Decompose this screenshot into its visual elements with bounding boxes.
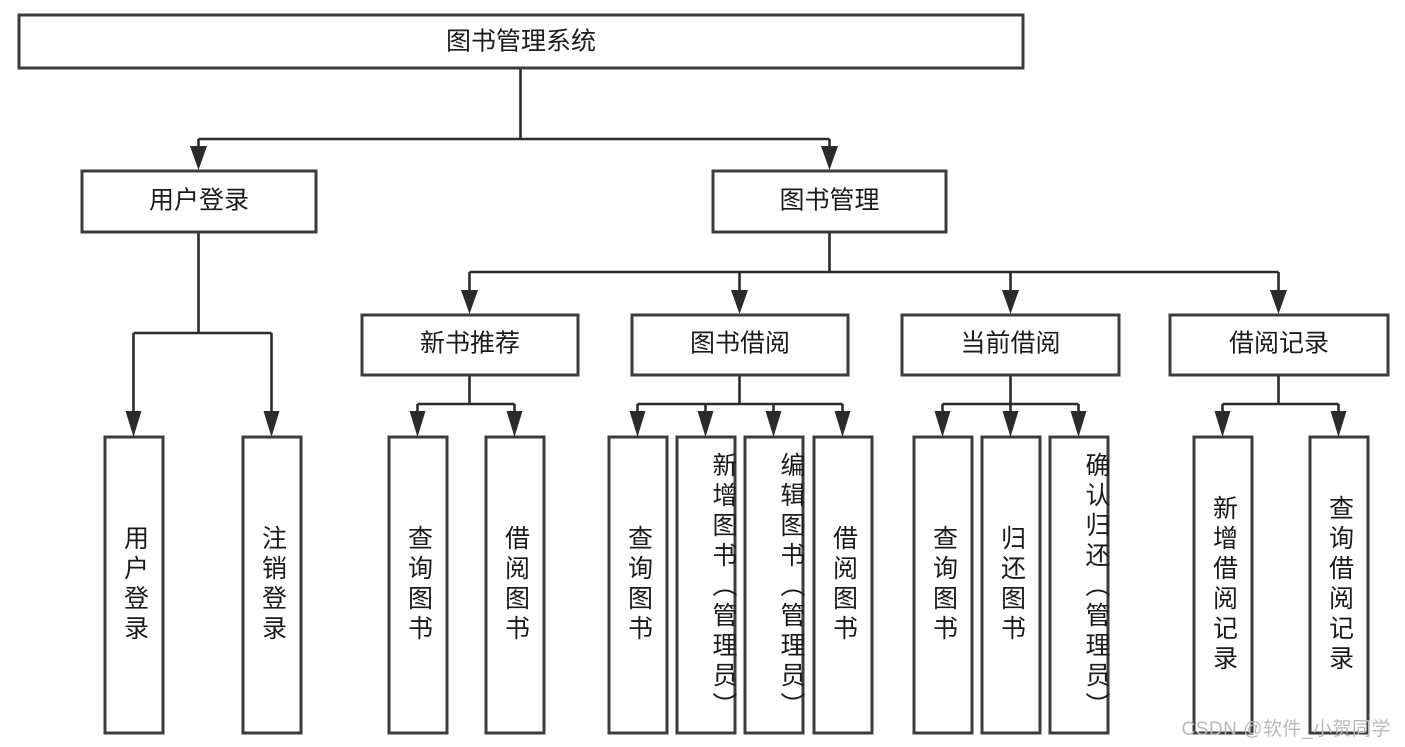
node-current-borrow-label: 当前借阅 [960,330,1060,358]
node-current-borrow[interactable]: 当前借阅 [900,313,1121,377]
leaf-box-0[interactable] [103,435,165,735]
leaf-box-11[interactable] [1192,435,1254,735]
node-book-management[interactable]: 图书管理 [711,169,948,234]
arrowhead-leaf-0 [125,411,142,437]
arrowhead-current-borrow [1002,290,1019,314]
arrowhead-leaf-11 [1214,411,1231,437]
leaf-boxes-group [103,435,1370,735]
node-borrow-record-label: 借阅记录 [1229,330,1329,358]
arrowhead-new-book [461,290,478,314]
arrowhead-book-manage [821,146,838,170]
arrowhead-leaf-6 [765,411,782,437]
node-book-borrow-box[interactable] [630,313,850,377]
leaf-box-1[interactable] [241,435,303,735]
leaf-box-9[interactable] [980,435,1042,735]
arrowhead-leaf-4 [629,411,646,437]
leaf-box-6[interactable] [743,435,805,735]
node-book-borrow-label: 图书借阅 [690,330,790,358]
node-new-book-recommend-box[interactable] [360,313,580,377]
node-root[interactable]: 图书管理系统 [17,13,1025,70]
node-book-borrow[interactable]: 图书借阅 [630,313,850,377]
arrowhead-leaf-10 [1070,411,1087,437]
leaf-box-12[interactable] [1308,435,1370,735]
node-borrow-record-box[interactable] [1168,313,1390,377]
arrowhead-leaf-5 [697,411,714,437]
leaf-box-8[interactable] [912,435,974,735]
arrowhead-leaf-1 [263,411,280,437]
node-new-book-recommend-label: 新书推荐 [420,330,520,358]
leaf-box-5[interactable] [675,435,737,735]
leaf-box-2[interactable] [387,435,449,735]
node-root-label: 图书管理系统 [446,28,596,56]
arrowhead-leaf-12 [1330,411,1347,437]
arrowhead-borrow-record [1270,290,1287,314]
node-book-management-box[interactable] [711,169,948,234]
node-user-login[interactable]: 用户登录 [80,169,318,234]
arrowhead-user-login [190,146,207,170]
node-new-book-recommend[interactable]: 新书推荐 [360,313,580,377]
edges-group [125,68,1347,437]
node-user-login-box[interactable] [80,169,318,234]
leaf-box-3[interactable] [484,435,546,735]
node-book-management-label: 图书管理 [779,187,879,215]
node-current-borrow-box[interactable] [900,313,1121,377]
leaf-box-7[interactable] [812,435,874,735]
node-root-box[interactable] [17,13,1025,70]
arrowhead-book-borrow [731,290,748,314]
leaf-box-4[interactable] [607,435,669,735]
arrowhead-leaf-8 [934,411,951,437]
node-user-login-label: 用户登录 [149,187,249,215]
arrowhead-leaf-7 [834,411,851,437]
node-borrow-record[interactable]: 借阅记录 [1168,313,1390,377]
leaf-box-10[interactable] [1048,435,1110,735]
arrowhead-leaf-9 [1002,411,1019,437]
arrowhead-leaf-3 [506,411,523,437]
arrowhead-leaf-2 [409,411,426,437]
